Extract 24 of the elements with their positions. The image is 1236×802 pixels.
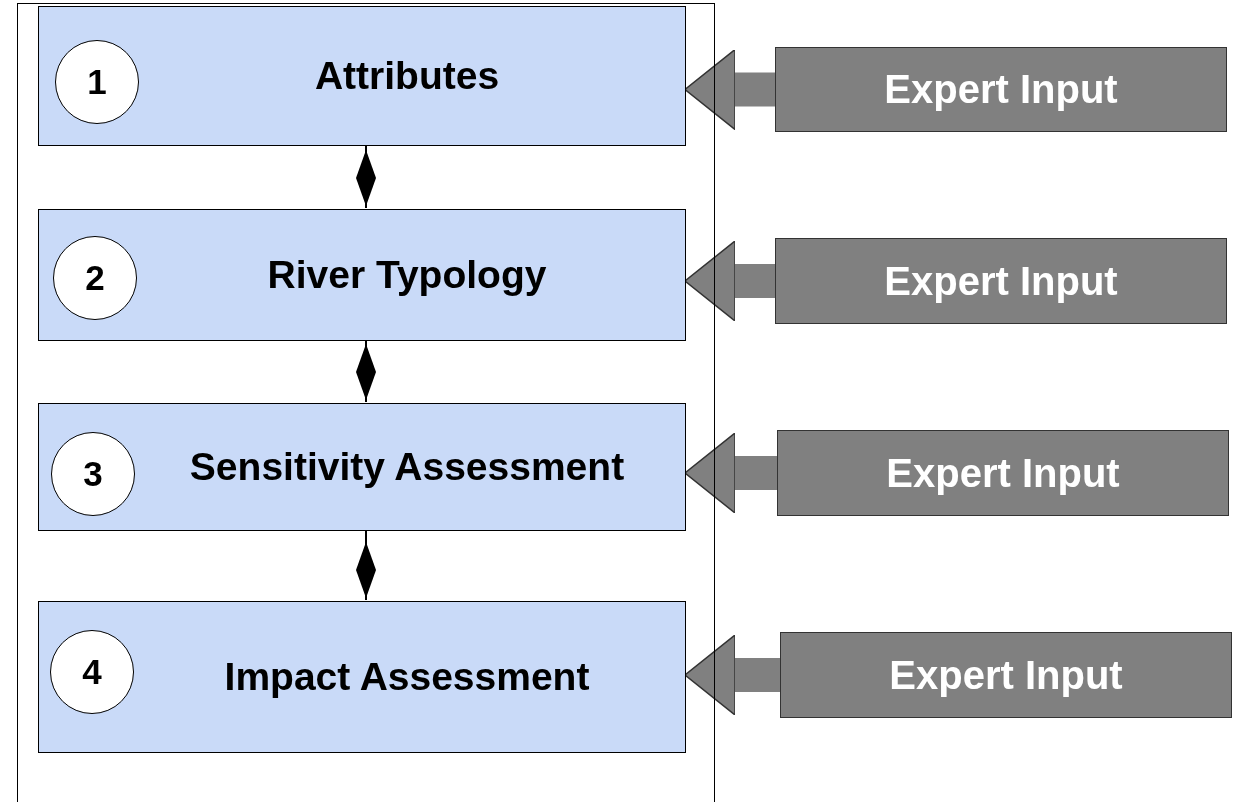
diamond-connector	[356, 529, 376, 601]
diamond-connector	[356, 339, 376, 403]
box-label: Impact Assessment	[224, 654, 590, 700]
step-number: 4	[50, 630, 134, 714]
box-label: River Typology	[267, 252, 547, 298]
block-arrow	[684, 432, 777, 514]
block-arrow	[684, 634, 780, 716]
step-number: 3	[51, 432, 135, 516]
step-number: 1	[55, 40, 139, 124]
process-box	[38, 403, 686, 531]
diamond-connector	[356, 144, 376, 209]
input-box: Expert Input	[775, 47, 1227, 132]
block-arrow	[684, 48, 775, 131]
box-label: Sensitivity Assessment	[189, 444, 625, 490]
step-number: 2	[53, 236, 137, 320]
process-box	[38, 6, 686, 146]
input-box: Expert Input	[775, 238, 1227, 324]
input-box: Expert Input	[780, 632, 1232, 718]
outer-frame	[17, 3, 715, 802]
box-label: Attributes	[314, 53, 500, 99]
process-box	[38, 601, 686, 753]
input-box: Expert Input	[777, 430, 1229, 516]
process-box	[38, 209, 686, 341]
block-arrow	[684, 240, 775, 322]
